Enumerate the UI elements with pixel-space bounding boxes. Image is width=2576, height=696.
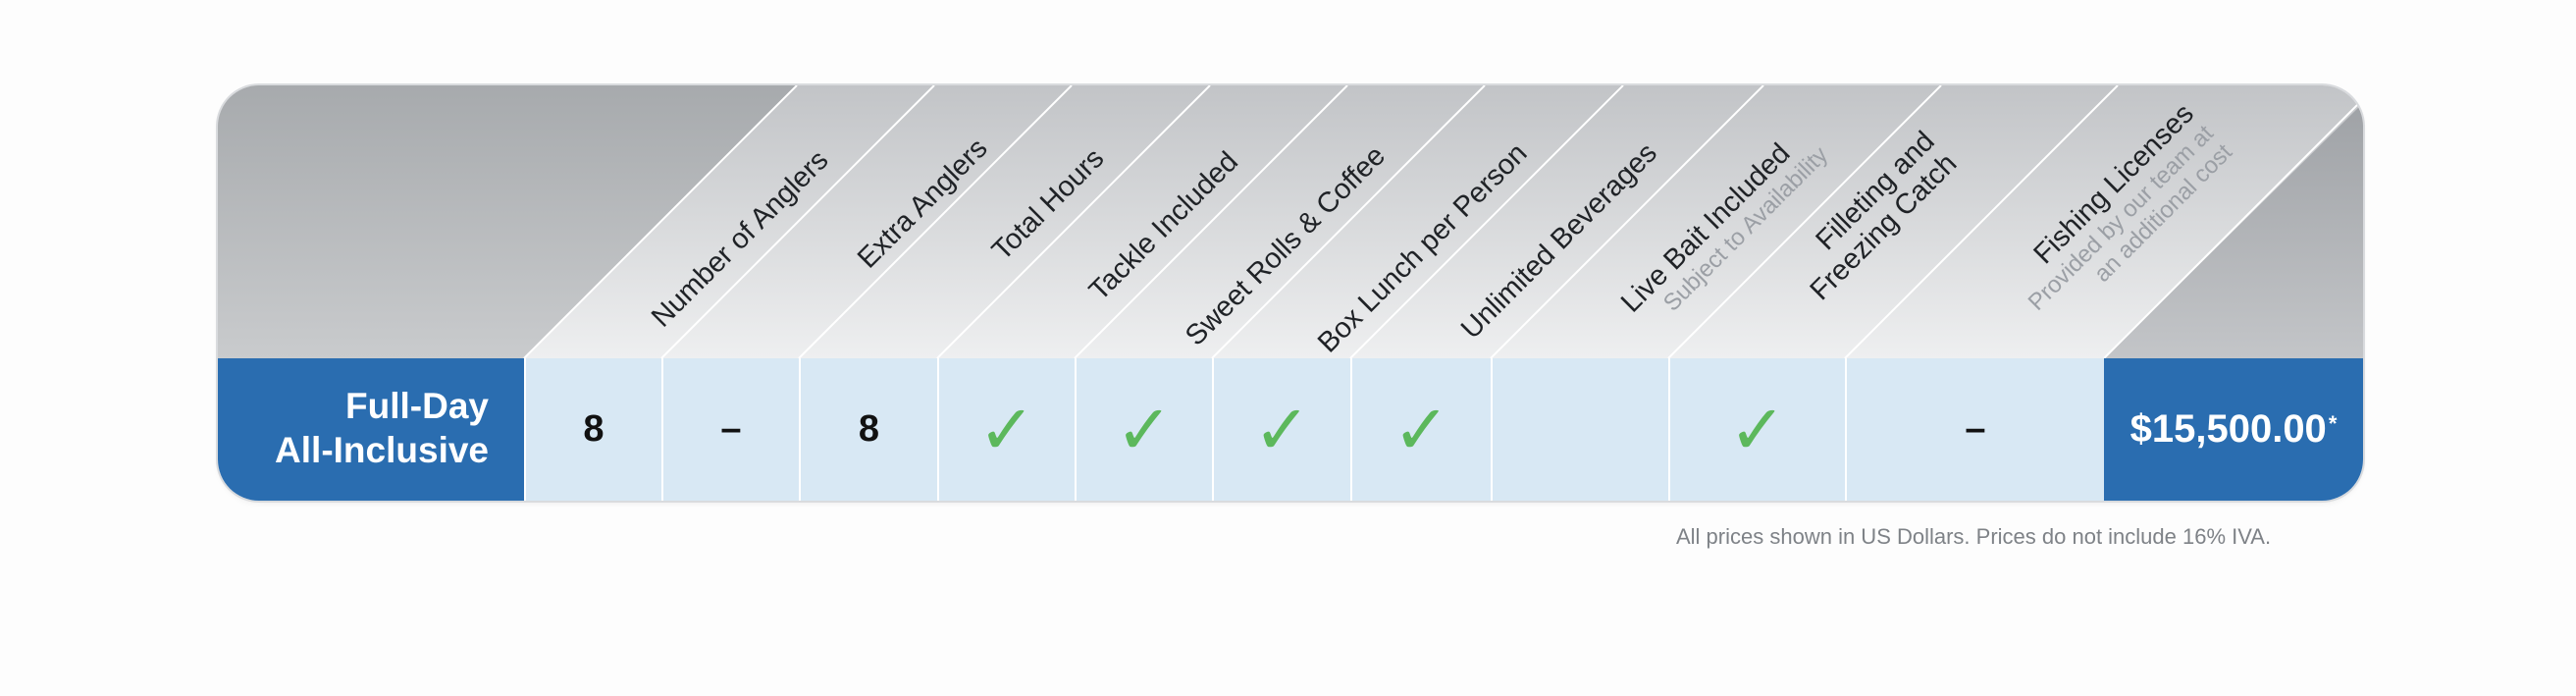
cell-total-hours: 8 <box>801 358 937 501</box>
header-background <box>218 85 2363 359</box>
price-value: $15,500.00 <box>2129 407 2327 451</box>
pricing-table: Number of Anglers Extra Anglers Total Ho… <box>218 85 2363 501</box>
checkmark-icon: ✓ <box>1115 391 1174 468</box>
checkmark-icon: ✓ <box>977 391 1036 468</box>
cell-unlimited-beverages: ✓ <box>1352 358 1491 501</box>
cell-box-lunch: ✓ <box>1214 358 1350 501</box>
checkmark-icon: ✓ <box>1393 391 1450 468</box>
cell-value: – <box>720 408 742 450</box>
cell-sweet-rolls-coffee: ✓ <box>1077 358 1212 501</box>
package-name-line1: Full-Day <box>345 386 489 426</box>
cell-tackle-included: ✓ <box>939 358 1075 501</box>
cell-value: – <box>1965 408 1986 450</box>
checkmark-icon: ✓ <box>1728 391 1787 468</box>
cell-live-bait <box>1493 358 1668 501</box>
cell-value: 8 <box>858 408 880 450</box>
package-price: $15,500.00* <box>2104 358 2363 501</box>
cell-value: 8 <box>583 408 605 450</box>
package-name: Full-Day All-Inclusive <box>218 358 524 501</box>
cell-filleting-freezing: ✓ <box>1670 358 1845 501</box>
cell-fishing-licenses: – <box>1847 358 2104 501</box>
package-name-line2: All-Inclusive <box>275 430 489 470</box>
cell-extra-anglers: – <box>663 358 799 501</box>
price-asterisk: * <box>2328 410 2338 436</box>
cell-number-of-anglers: 8 <box>526 358 661 501</box>
checkmark-icon: ✓ <box>1253 391 1311 468</box>
price-footnote: All prices shown in US Dollars. Prices d… <box>1676 524 2272 549</box>
